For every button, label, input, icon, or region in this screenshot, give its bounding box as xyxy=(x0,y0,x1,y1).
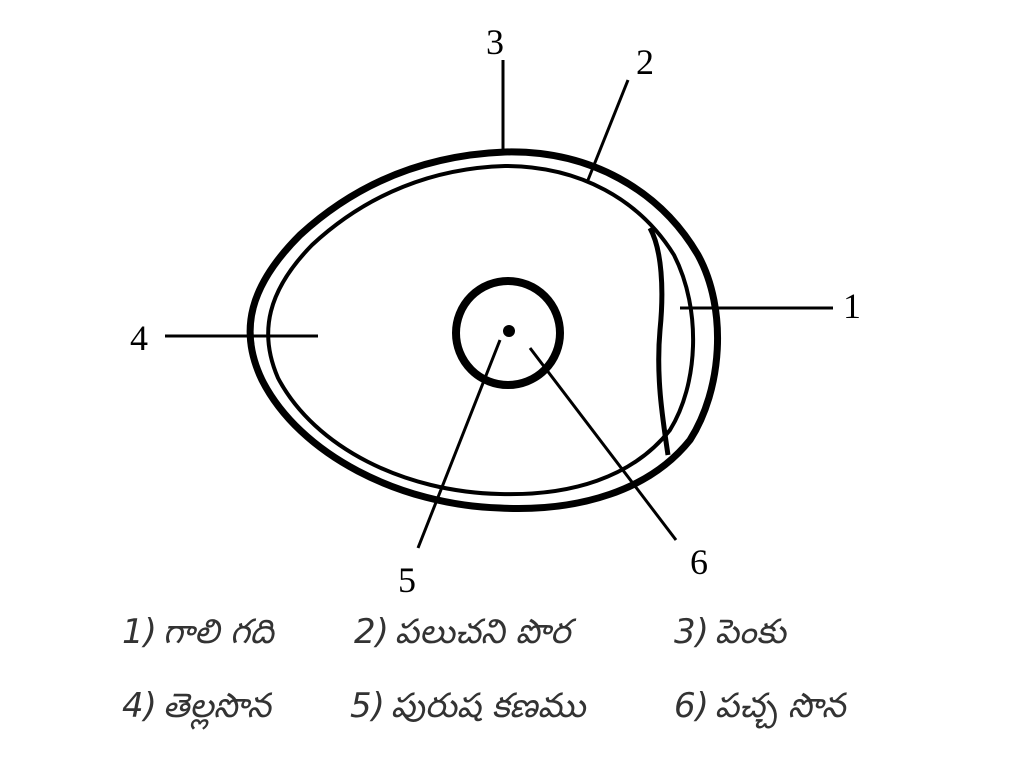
label-5: 5 xyxy=(398,560,416,600)
inner-membrane-outline xyxy=(266,163,695,497)
label-1: 1 xyxy=(843,286,861,326)
yolk xyxy=(452,277,564,389)
leader-line-6 xyxy=(528,347,678,541)
leader-line-5 xyxy=(416,339,502,549)
egg-shell-outline xyxy=(246,148,721,512)
air-cell-boundary xyxy=(647,226,671,456)
legend-item-4: 4)తెల్లసొన xyxy=(122,686,271,726)
label-6: 6 xyxy=(690,542,708,582)
label-4: 4 xyxy=(130,318,148,358)
legend-item-6: 6)పచ్చ సొన xyxy=(674,686,846,726)
legend-item-1: 1)గాలి గది xyxy=(122,612,274,652)
leader-line-2 xyxy=(586,79,630,181)
germinal-disc xyxy=(503,325,515,337)
label-3: 3 xyxy=(486,22,504,62)
legend-item-5: 5)పురుష కణము xyxy=(350,686,586,726)
label-2: 2 xyxy=(636,42,654,82)
legend-item-2: 2)పలుచని పొర xyxy=(354,612,571,652)
legend-item-3: 3)పెంకు xyxy=(674,612,786,652)
